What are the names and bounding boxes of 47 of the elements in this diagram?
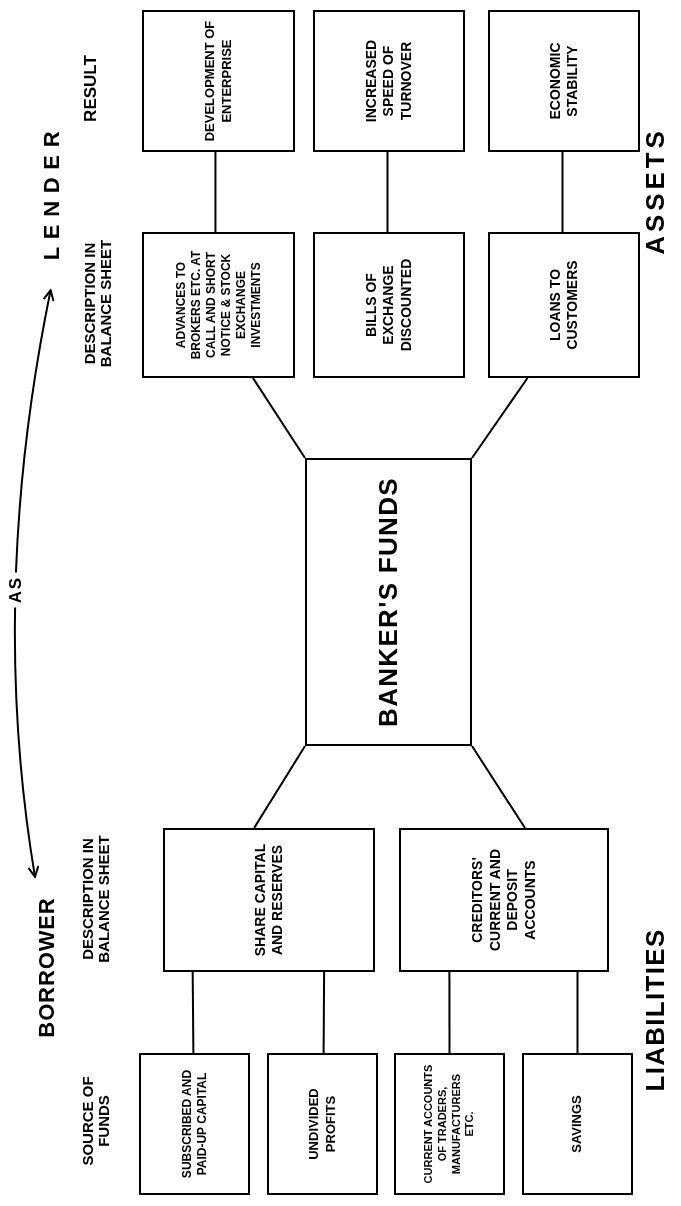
process-box	[163, 828, 375, 972]
box-label: UNDIVIDED PROFITS	[306, 1087, 339, 1162]
section-heading: ASSETS	[642, 126, 670, 257]
box-label: SUBSCRIBED AND PAID-UP CAPITAL	[179, 1068, 210, 1181]
heading-text: BORROWER	[32, 845, 62, 1090]
column-heading: RESULT	[82, 54, 100, 124]
process-box	[488, 10, 640, 152]
connector-line	[448, 971, 451, 1054]
connector-line	[386, 151, 389, 233]
box-label: BILLS OF EXCHANGE DISCOUNTED	[362, 257, 415, 354]
box-label: BANKER'S FUNDS	[372, 477, 405, 727]
connector-line	[561, 151, 564, 233]
connector-line	[251, 377, 306, 459]
process-box	[399, 828, 609, 972]
process-box	[139, 1053, 250, 1195]
process-box	[142, 10, 295, 152]
connector-line	[191, 971, 195, 1054]
box-label: CREDITORS' CURRENT AND DEPOSIT ACCOUNTS	[469, 847, 539, 954]
edge-label: AS	[6, 572, 24, 608]
connector-line	[471, 377, 529, 459]
connector-line	[471, 745, 526, 829]
box-label: SHARE CAPITAL AND RESERVES	[251, 842, 286, 959]
box-label: DEVELOPMENT OF ENTERPRISE	[202, 20, 235, 142]
process-box	[522, 1053, 633, 1195]
column-heading: DESCRIPTION IN BALANCE SHEET	[82, 238, 114, 370]
process-box	[488, 232, 640, 378]
box-label: LOANS TO CUSTOMERS	[546, 259, 581, 352]
box-label: ECONOMIC STABILITY	[546, 41, 581, 122]
heading-text: LENDER	[38, 101, 66, 283]
box-label: SAVINGS	[569, 1095, 586, 1153]
connector-line	[576, 971, 579, 1054]
process-box	[267, 1053, 378, 1195]
column-heading: SOURCE OF FUNDS	[80, 1075, 112, 1168]
connector-line	[214, 151, 217, 233]
connector-line	[253, 745, 306, 829]
process-box	[394, 1053, 505, 1195]
box-label: CURRENT ACCOUNTS OF TRADERS, MANUFACTURERS ETC.	[422, 1063, 477, 1185]
curved-arrow	[13, 289, 55, 878]
box-label: ADVANCES TO BROKERS ETC. AT CALL AND SHORT NOTICE & STOCK EXCHANGE INVESTMENTS	[173, 249, 264, 362]
section-heading: LIABILITIES	[642, 927, 670, 1094]
process-box	[313, 232, 465, 378]
process-box	[313, 10, 465, 152]
column-heading: DESCRIPTION IN BALANCE SHEET	[80, 834, 112, 965]
box-label: INCREASED SPEED OF TURNOVER	[362, 38, 415, 125]
process-box	[305, 458, 472, 746]
connector-line	[322, 971, 326, 1054]
process-box	[142, 232, 295, 378]
